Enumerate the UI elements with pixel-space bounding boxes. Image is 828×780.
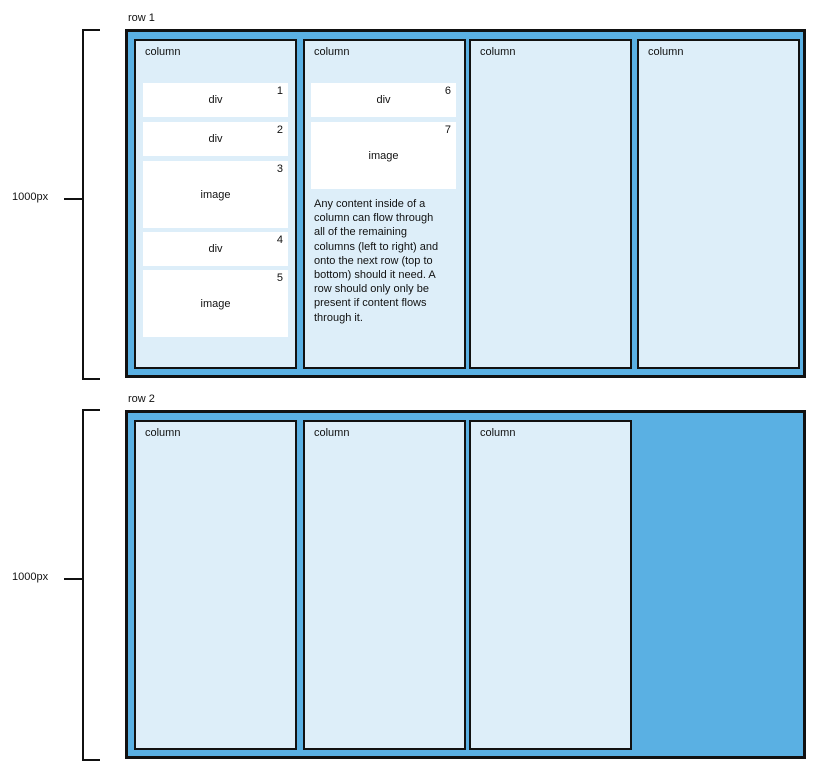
block-number: 6 [444,85,451,97]
row-2-column-2: column [303,420,466,750]
row-1-column-4: column [637,39,800,369]
row-1-column-3: column [469,39,632,369]
row-2-column-1: column [134,420,297,750]
column-title: column [480,46,516,58]
flow-note-line: bottom) should it need. A [314,269,436,282]
row-2-column-3: column [469,420,632,750]
flow-note: Any content inside of a column can flow … [314,197,454,325]
column-title: column [314,46,350,58]
flow-note-line: Any content inside of a [314,198,426,210]
block-image-3: image 3 [143,161,288,228]
flow-note-line: columns (left to right) and [314,240,439,253]
block-div-6: div 6 [311,83,456,117]
row-1-box: column div 1 div 2 image 3 div 4 image 5… [125,29,806,378]
block-div-1: div 1 [143,83,288,117]
flow-note-line: present if content flows [314,297,427,310]
row-1-label: row 1 [128,12,155,24]
column-title: column [145,46,181,58]
block-number: 2 [276,124,283,136]
block-number: 7 [444,124,451,136]
block-label: div [208,94,223,106]
block-image-7: image 7 [311,122,456,189]
block-label: image [200,297,231,310]
column-title: column [314,427,350,439]
row-2-label: row 2 [128,393,155,405]
flow-note-line: column can flow through [314,212,434,225]
block-number: 5 [276,272,283,284]
flow-note-line: all of the remaining [314,226,407,239]
row-1-dimension-tick [64,198,82,200]
row-2-dimension-tick [64,578,82,580]
row-1-height-bracket [82,29,100,380]
block-div-4: div 4 [143,232,288,266]
row-1-column-2: column div 6 image 7 Any content inside … [303,39,466,369]
block-div-2: div 2 [143,122,288,156]
block-label: div [376,94,391,106]
row-2-dimension-label: 1000px [12,571,49,583]
block-label: div [208,243,223,255]
block-number: 1 [276,85,283,97]
block-image-5: image 5 [143,270,288,337]
flow-note-line: through it. [314,311,363,324]
flow-note-line: row should only only be [314,283,429,296]
column-title: column [648,46,684,58]
block-label: div [208,133,223,145]
column-title: column [145,427,181,439]
row-1-dimension-label: 1000px [12,191,49,203]
block-label: image [200,188,231,201]
block-number: 4 [276,234,283,246]
row-2-box: column column column [125,410,806,759]
row-1-column-1: column div 1 div 2 image 3 div 4 image 5 [134,39,297,369]
column-title: column [480,427,516,439]
flow-note-line: onto the next row (top to [314,254,433,267]
row-2-height-bracket [82,409,100,761]
block-label: image [368,149,399,162]
block-number: 3 [276,163,283,175]
